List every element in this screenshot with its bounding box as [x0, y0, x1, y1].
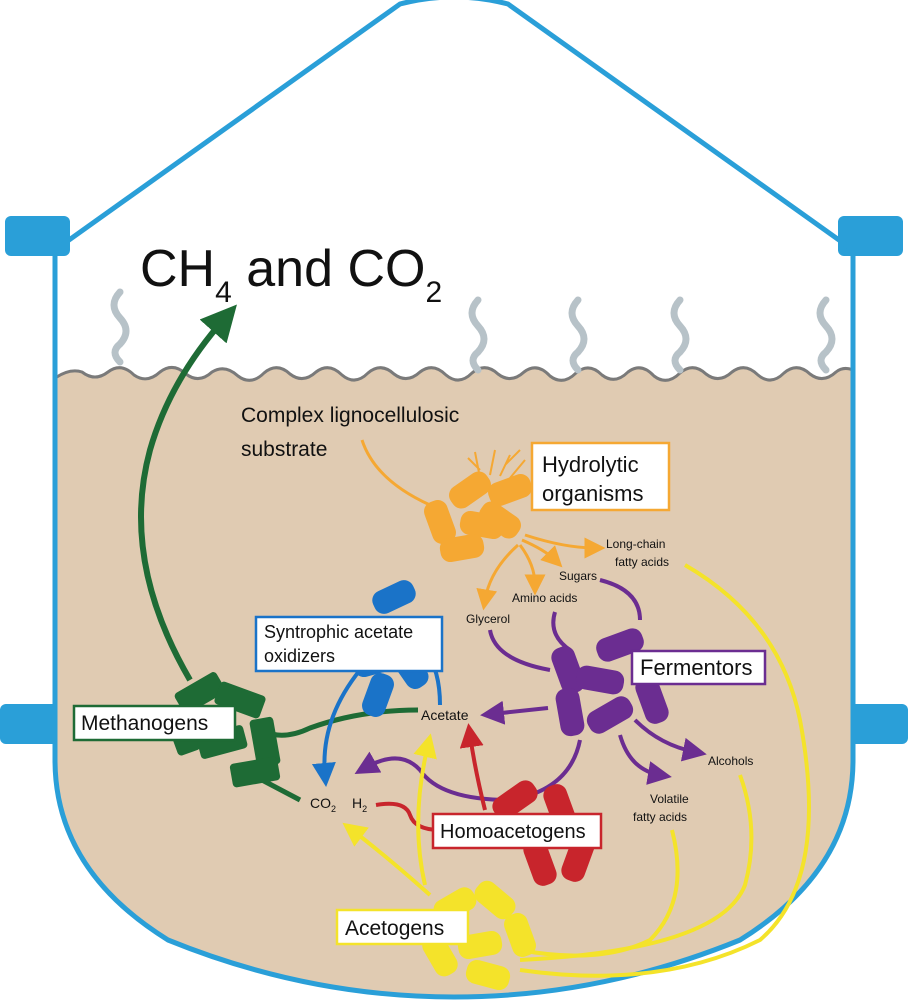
fermentors-to-co2-arrow	[354, 739, 582, 803]
vessel-handle-top-left	[5, 216, 70, 256]
fermentor-microbes	[551, 628, 669, 737]
fermentors-to-vfa-arrow	[618, 734, 672, 785]
hydrolytic-to-lcfa-arrow	[524, 533, 606, 559]
syntrophic-label-box	[254, 615, 444, 673]
amino-acids-label: Amino acids	[512, 591, 577, 605]
substrate-label-line2: substrate	[241, 438, 327, 461]
methanogens-label-box	[72, 704, 237, 742]
title-ch: CH	[140, 240, 215, 298]
co2-label-main: CO	[310, 795, 331, 811]
diagram-title: CH4 and CO2	[140, 240, 442, 309]
hydrolytic-to-sugars-arrow	[521, 538, 563, 568]
sugars-to-fermentors-line	[599, 578, 642, 621]
vessel-outline	[52, 0, 856, 1000]
acetogens-label-box	[335, 908, 470, 946]
co2-label-sub: 2	[331, 804, 336, 814]
title-and-co: and CO	[232, 240, 426, 298]
glycerol-label: Glycerol	[466, 612, 510, 626]
co2-label: CO2	[310, 795, 336, 814]
substrate-label-line1: Complex lignocellulosic	[241, 404, 459, 427]
hydrolytic-label-box	[530, 441, 671, 512]
h2-label-main: H	[352, 795, 362, 811]
vfa-label-line2: fatty acids	[633, 810, 687, 824]
acetogens-to-co2-arrow	[342, 822, 432, 897]
gas-bubbles	[110, 288, 836, 374]
acetate-label: Acetate	[421, 707, 469, 723]
methane-release-arrow	[138, 304, 237, 682]
lcfa-label-line1: Long-chain	[606, 537, 665, 551]
fermentors-to-acetate-arrow	[480, 700, 549, 725]
sludge-liquid	[55, 367, 853, 997]
homoacetogens-to-acetate-arrow	[459, 723, 487, 811]
fermentors-to-alcohols-arrow	[633, 718, 707, 762]
h2-to-homoacetogens-line	[375, 801, 441, 832]
title-sub-2: 2	[425, 276, 442, 309]
syntrophic-label-line1: Syntrophic acetate	[264, 622, 413, 642]
alcohols-label: Alcohols	[708, 754, 753, 768]
homoacetogens-label-box	[431, 812, 603, 850]
homoacetogens-label: Homoacetogens	[440, 821, 586, 843]
syntrophic-label-line2: oxidizers	[264, 646, 335, 666]
title-sub-4: 4	[215, 276, 232, 309]
hydrolytic-label-line2: organisms	[542, 481, 643, 506]
co2-to-methanogens-line	[260, 777, 302, 803]
hydrolytic-label-line1: Hydrolytic	[542, 452, 639, 477]
vessel-handle-top-right	[838, 216, 903, 256]
hydrolytic-to-glycerol-arrow	[476, 543, 519, 611]
vfa-label-line1: Volatile	[650, 792, 689, 806]
glycerol-to-fermentors-line	[488, 629, 551, 672]
fermentors-label-box	[630, 649, 767, 686]
methanogens-label: Methanogens	[81, 712, 208, 735]
lcfa-to-acetogens-line	[519, 563, 811, 978]
vfa-to-acetogens-line	[519, 829, 680, 958]
fermentors-label: Fermentors	[640, 655, 752, 680]
sludge-surface-line	[55, 366, 853, 382]
acetogens-label: Acetogens	[345, 917, 444, 940]
hydrolytic-microbes	[424, 449, 532, 563]
h2-label: H2	[352, 795, 367, 814]
acetate-to-methanogens-line	[264, 707, 419, 738]
h2-label-sub: 2	[362, 804, 367, 814]
acetogens-to-acetate-arrow	[413, 733, 437, 886]
sugars-label: Sugars	[559, 569, 597, 583]
lcfa-label-line2: fatty acids	[615, 555, 669, 569]
hydrolytic-to-amino-arrow	[518, 544, 546, 596]
syntrophic-to-co2-arrow	[311, 668, 362, 787]
substrate-to-hydrolytic-line	[360, 439, 431, 507]
